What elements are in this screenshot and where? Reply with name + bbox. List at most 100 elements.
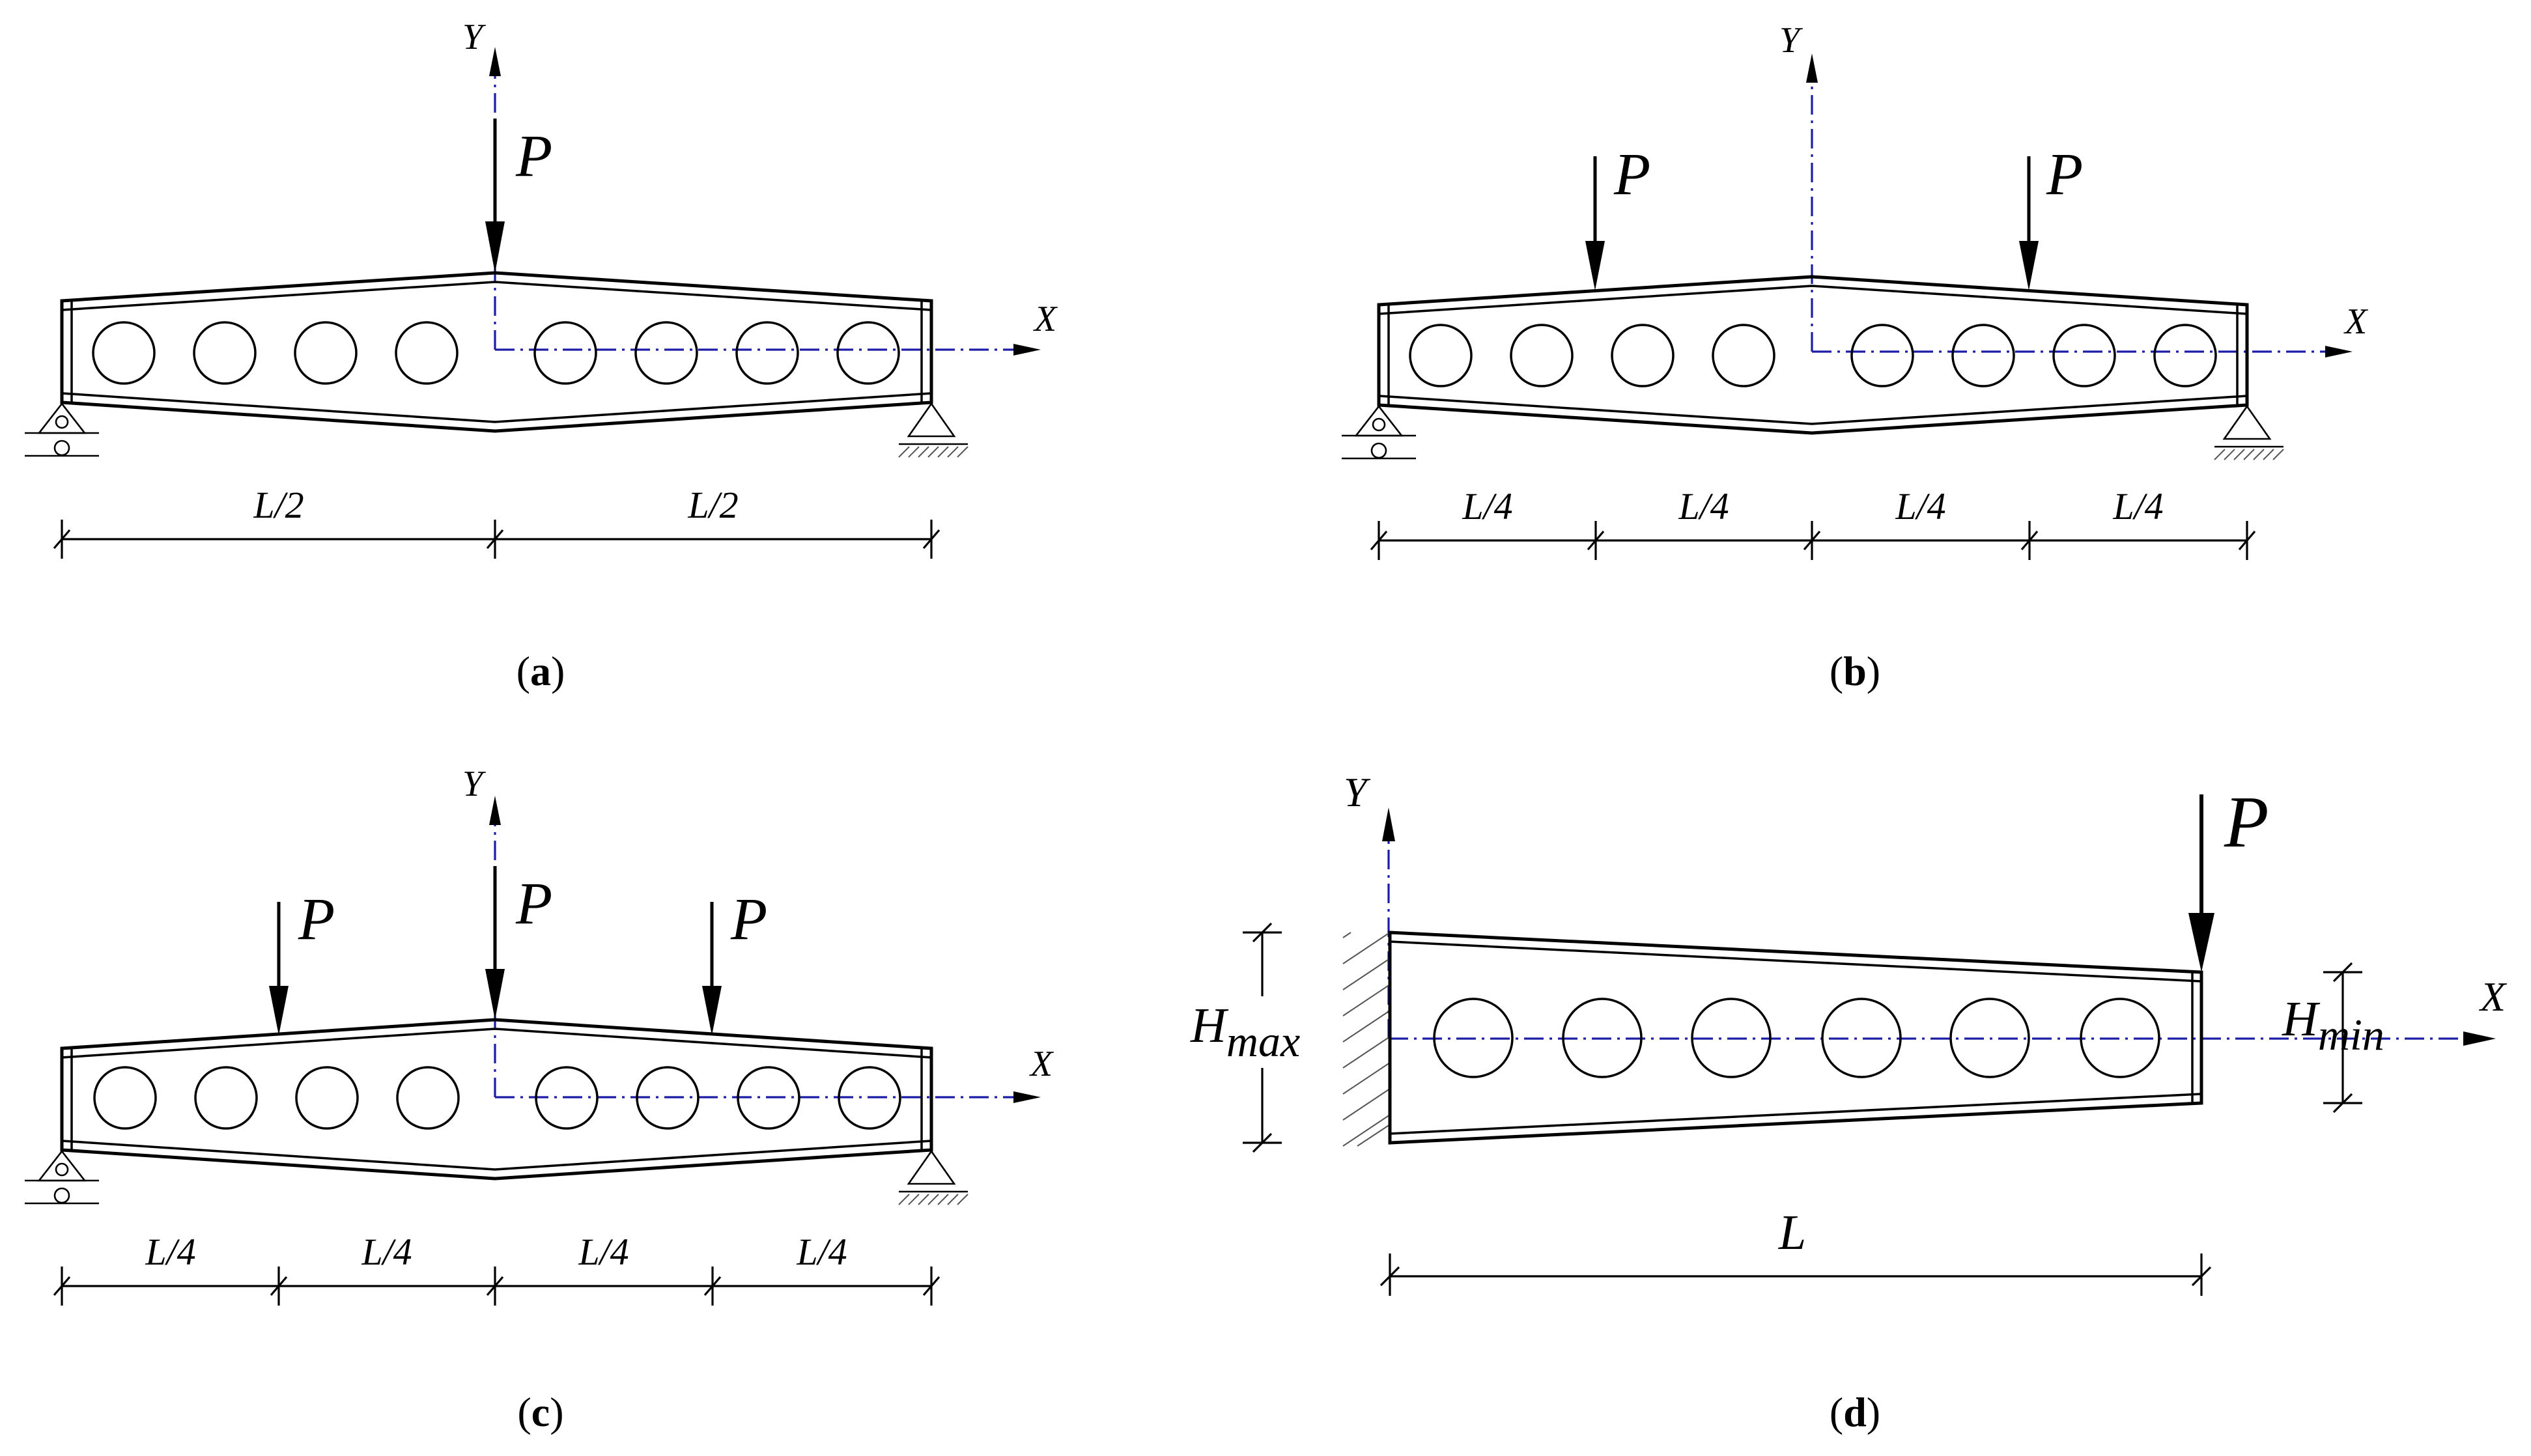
panel-c-top-flange — [61, 1028, 932, 1059]
panel-d-hmin-label: Hmin — [2282, 992, 2384, 1059]
panel-d-hmax-tick — [1252, 1132, 1273, 1153]
panel-d-hole — [2080, 998, 2160, 1078]
panel-d-x-label: X — [2478, 973, 2508, 1020]
panel-b-load-arrowhead — [1585, 241, 1605, 290]
panel-d-bottom-flange — [1389, 1093, 2202, 1135]
panel-a-hole — [395, 321, 459, 385]
panel-a-dim-tick — [922, 529, 940, 550]
panel-b-hole — [1850, 324, 1914, 387]
panel-a-bottom-flange — [61, 392, 932, 423]
panel-b-hole — [2052, 324, 2116, 387]
panel-c-dim-tick — [53, 1276, 71, 1296]
panel-b-pin-support — [2214, 404, 2284, 460]
panel-d-hole — [1691, 998, 1772, 1078]
panel-b-dim-tick — [1370, 530, 1388, 551]
panel-a-beam — [60, 271, 933, 433]
panel-a-x-label: X — [1033, 299, 1058, 339]
panel-d-x-arrowhead — [2463, 1031, 2496, 1046]
panel-c-hole — [636, 1066, 700, 1130]
panel-a-dim-label: L/2 — [687, 484, 738, 526]
panel-c-hole — [396, 1066, 460, 1130]
panel-a-load-arrowhead — [485, 221, 505, 273]
panel-c-load-arrowhead — [485, 969, 505, 1020]
panel-a-hole — [92, 321, 156, 385]
panel-c-load-label: P — [298, 886, 335, 952]
panel-d-length-tick — [1379, 1266, 1400, 1287]
panel-b-dim-tick — [2238, 530, 2256, 551]
panel-c-dim-tick — [486, 1276, 504, 1296]
panel-b-dim-tick — [2020, 530, 2039, 551]
panel-a: Y X P — [25, 17, 1058, 694]
panel-d-beam — [1388, 931, 2203, 1145]
panel-b-x-arrowhead — [2325, 346, 2353, 357]
panel-a-hole — [294, 321, 358, 385]
panel-b-hole — [1712, 324, 1775, 387]
panel-b-load-arrowhead — [2019, 241, 2039, 290]
panel-b-x-label: X — [2343, 301, 2369, 342]
panel-c-dim-label: L/4 — [145, 1231, 195, 1273]
panel-c-dim-label: L/4 — [796, 1231, 847, 1273]
panel-b-load-label: P — [2046, 141, 2083, 207]
panel-c-beam — [60, 1018, 933, 1181]
panel-c: Y X P P P — [25, 764, 1054, 1435]
panel-b: Y X P P — [1342, 20, 2369, 694]
panel-c-y-arrowhead — [489, 796, 501, 825]
panel-a-caption: (a) — [516, 648, 565, 694]
panel-d-length-label: L — [1778, 1205, 1806, 1260]
panel-c-caption: (c) — [517, 1389, 563, 1435]
panel-d-fixed-support — [1342, 931, 1391, 1147]
panel-a-x-arrowhead — [1013, 344, 1041, 356]
panel-b-dim-label: L/4 — [2112, 485, 2163, 527]
panel-b-caption: (b) — [1830, 648, 1880, 694]
panel-c-dim-label: L/4 — [578, 1231, 629, 1273]
panel-d-load-label: P — [2224, 782, 2269, 863]
panel-d-hmax-label-bg — [1185, 996, 1329, 1068]
panel-b-hole — [1510, 324, 1574, 387]
panel-a-dim-tick — [486, 529, 504, 550]
panel-a-hole — [634, 321, 698, 385]
panel-b-roller-support — [1342, 404, 1416, 460]
panel-a-hole — [836, 321, 900, 385]
panel-c-y-label: Y — [462, 764, 487, 804]
panel-a-roller-support — [25, 402, 99, 457]
panel-d: Y X P Hmax Hmi — [1185, 769, 2508, 1435]
panel-d-load-arrowhead — [2188, 913, 2214, 972]
panel-b-dim-label: L/4 — [1462, 485, 1512, 527]
panel-b-bottom-flange — [1378, 395, 2248, 425]
panel-a-pin-support — [898, 402, 969, 458]
panel-c-hole — [93, 1066, 157, 1130]
panel-c-load-arrowhead — [702, 986, 722, 1035]
panel-a-dim-tick — [53, 529, 71, 550]
panel-a-dim-label: L/2 — [253, 484, 304, 526]
panel-c-dim-tick — [270, 1276, 288, 1296]
panel-b-hole — [2153, 324, 2217, 387]
panel-c-load-arrowhead — [269, 986, 289, 1035]
panel-b-y-label: Y — [1779, 20, 1803, 61]
panel-c-pin-support — [898, 1149, 969, 1205]
panel-c-dim-tick — [922, 1276, 940, 1296]
panel-d-hole — [1433, 998, 1514, 1078]
panel-b-hole — [1611, 324, 1675, 387]
panel-d-hole — [1562, 998, 1643, 1078]
panel-a-top-flange — [61, 281, 932, 311]
panel-c-hole — [295, 1066, 359, 1130]
panel-a-hole — [193, 321, 257, 385]
panel-d-hole — [1821, 998, 1902, 1078]
panel-d-hmin-tick — [2332, 962, 2353, 983]
panel-a-load-label: P — [515, 122, 552, 189]
panel-a-y-label: Y — [462, 17, 487, 57]
panel-b-hole — [1951, 324, 2015, 387]
panel-a-hole — [533, 321, 597, 385]
panel-c-dim-tick — [703, 1276, 722, 1296]
panel-c-dim-label: L/4 — [361, 1231, 412, 1273]
panel-a-y-arrowhead — [489, 47, 501, 76]
panel-b-dim-tick — [1587, 530, 1605, 551]
panel-c-hole — [194, 1066, 258, 1130]
panel-c-bottom-flange — [61, 1140, 932, 1171]
panel-d-caption: (d) — [1830, 1389, 1880, 1435]
panel-d-y-arrowhead — [1382, 807, 1395, 841]
panel-b-dim-tick — [1803, 530, 1821, 551]
panel-d-hole — [1949, 998, 2030, 1078]
panel-d-y-label: Y — [1344, 769, 1371, 815]
